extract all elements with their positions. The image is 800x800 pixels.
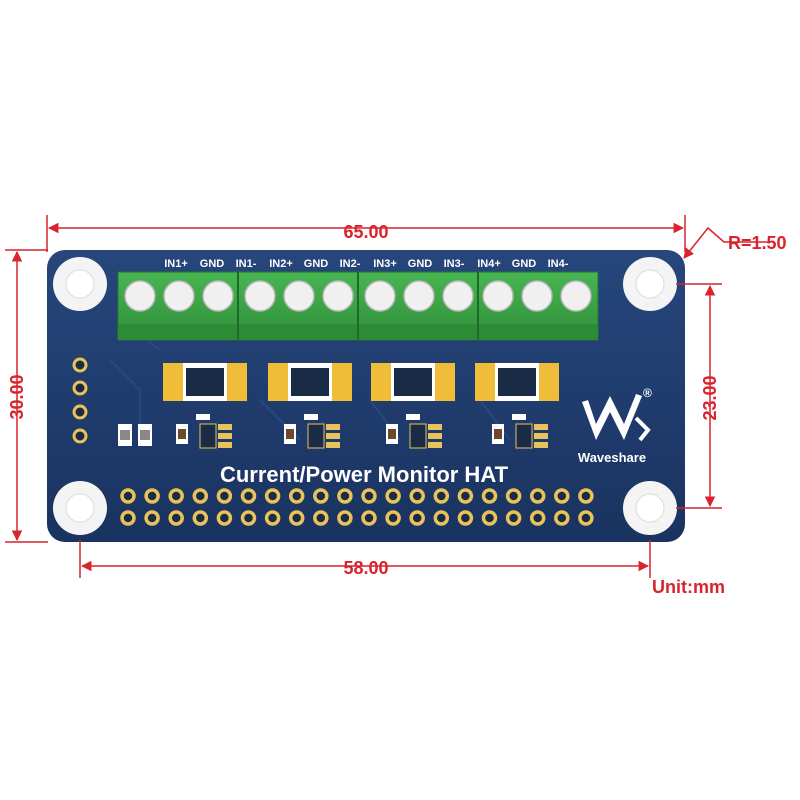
gpio-pin: [457, 488, 474, 504]
shunt-resistor: [163, 363, 247, 401]
gpio-pin: [240, 510, 257, 526]
terminal-screw: [163, 280, 195, 312]
gpio-pin: [505, 510, 522, 526]
dim-label-corner-radius: R=1.50: [728, 233, 787, 253]
terminal-screw: [403, 280, 435, 312]
gpio-pin: [144, 488, 160, 504]
gpio-pin: [554, 488, 570, 504]
gpio-pin: [288, 510, 305, 526]
side-header-pins: [72, 357, 88, 444]
terminal-label: IN2-: [340, 258, 361, 270]
terminal-screw: [322, 280, 354, 312]
unit-label: Unit:mm: [652, 577, 725, 597]
mounting-hole-bottom-left: [53, 481, 107, 535]
mounting-hole-top-left: [53, 257, 107, 311]
gpio-pin: [216, 510, 233, 526]
gpio-pin: [361, 510, 377, 526]
smd-components: [118, 414, 548, 449]
ina-chip-group: [492, 414, 548, 449]
terminal-label: IN1+: [164, 258, 188, 270]
dimension-lines: [5, 215, 770, 578]
terminal-screw: [521, 280, 553, 312]
ina-chip-group: [386, 414, 442, 449]
gpio-pin: [264, 510, 281, 526]
ina-chip-group: [176, 414, 232, 449]
ina-chip-group: [284, 414, 340, 449]
gpio-pin: [529, 510, 546, 526]
dim-label-board-height: 30.00: [7, 374, 27, 419]
gpio-pin: [385, 488, 401, 504]
gpio-pin: [361, 488, 377, 504]
gpio-pin: [505, 488, 522, 504]
dim-label-hole-spacing-h: 58.00: [343, 558, 388, 578]
gpio-pin: [337, 510, 353, 526]
gpio-pin: [337, 488, 353, 504]
terminal-label: IN2+: [269, 258, 293, 270]
terminal-label: GND: [408, 258, 433, 270]
terminal-label: IN1-: [236, 258, 257, 270]
terminal-label: IN4-: [548, 258, 569, 270]
gpio-pin: [120, 488, 136, 504]
gpio-pin: [481, 488, 498, 504]
gpio-pin: [385, 510, 401, 526]
terminal-screw: [364, 280, 396, 312]
gpio-pin: [578, 488, 594, 504]
dim-label-board-width: 65.00: [343, 222, 388, 242]
gpio-pin: [264, 488, 281, 504]
gpio-pin: [433, 510, 450, 526]
gpio-pin: [529, 488, 546, 504]
dim-label-hole-spacing-v: 23.00: [700, 375, 720, 420]
gpio-pin: [144, 510, 160, 526]
gpio-pin: [240, 488, 257, 504]
terminal-screw: [482, 280, 514, 312]
gpio-pin: [313, 510, 329, 526]
gpio-pin: [481, 510, 498, 526]
gpio-pin: [457, 510, 474, 526]
terminal-screw: [124, 280, 156, 312]
terminal-label: GND: [512, 258, 537, 270]
terminal-screw: [202, 280, 234, 312]
mounting-hole-top-right: [623, 257, 677, 311]
terminal-label: GND: [304, 258, 329, 270]
gpio-pin: [433, 488, 450, 504]
shunt-resistor: [268, 363, 352, 401]
terminal-label: IN3+: [373, 258, 397, 270]
terminal-label: IN4+: [477, 258, 501, 270]
terminal-screw: [244, 280, 276, 312]
gpio-pin: [192, 488, 209, 504]
brand-name: Waveshare: [578, 450, 646, 465]
gpio-pin: [192, 510, 209, 526]
mounting-hole-bottom-right: [623, 481, 677, 535]
shunt-resistor: [475, 363, 559, 401]
terminal-labels: IN1+ GND IN1- IN2+ GND IN2- IN3+ GND IN3…: [164, 258, 569, 270]
gpio-pin: [578, 510, 594, 526]
terminal-label: IN3-: [444, 258, 465, 270]
gpio-pin: [216, 488, 233, 504]
gpio-pin: [554, 510, 570, 526]
gpio-pin: [313, 488, 329, 504]
waveshare-logo-icon: [582, 394, 642, 440]
screw-terminal-blocks: [117, 271, 599, 341]
shunt-resistor: [371, 363, 455, 401]
gpio-pin: [409, 510, 425, 526]
registered-mark: ®: [643, 386, 652, 400]
dim-leader-radius: [683, 226, 770, 259]
gpio-pin: [168, 510, 184, 526]
terminal-label: GND: [200, 258, 225, 270]
board-title: Current/Power Monitor HAT: [220, 462, 509, 487]
gpio-pin: [409, 488, 425, 504]
shunt-resistors: [163, 363, 559, 401]
terminal-screw: [283, 280, 315, 312]
terminal-screw: [560, 280, 592, 312]
gpio-pin: [120, 510, 136, 526]
gpio-pin: [288, 488, 305, 504]
waveshare-logo: ® Waveshare: [578, 386, 652, 465]
gpio-header: [120, 488, 594, 526]
terminal-screw: [442, 280, 474, 312]
gpio-pin: [168, 488, 184, 504]
